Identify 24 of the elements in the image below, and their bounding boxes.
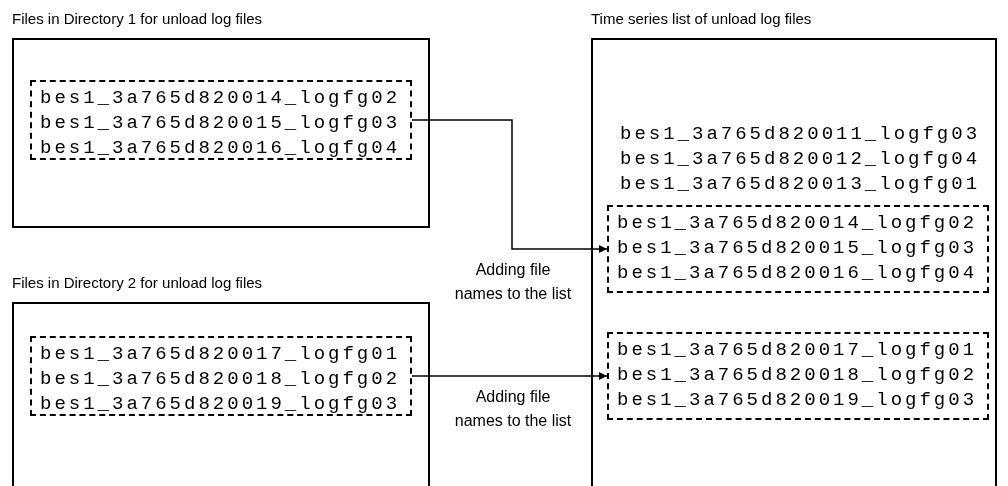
panel-heading: Files in Directory 1 for unload log files bbox=[12, 10, 263, 27]
file-name: bes1_3a765d820017_logfg01 bbox=[40, 342, 401, 367]
file-name: bes1_3a765d820012_logfg04 bbox=[620, 147, 981, 172]
file-name: bes1_3a765d820016_logfg04 bbox=[40, 136, 401, 161]
connector-arrow bbox=[411, 372, 608, 380]
file-name: bes1_3a765d820015_logfg03 bbox=[617, 236, 978, 261]
dashed-group-box bbox=[30, 80, 412, 160]
file-name: bes1_3a765d820017_logfg01 bbox=[617, 338, 978, 363]
file-name: bes1_3a765d820015_logfg03 bbox=[40, 111, 401, 136]
dashed-group-box bbox=[607, 332, 989, 420]
file-name: bes1_3a765d820011_logfg03 bbox=[620, 122, 981, 147]
file-name: bes1_3a765d820018_logfg02 bbox=[617, 363, 978, 388]
file-name: bes1_3a765d820013_logfg01 bbox=[620, 172, 981, 197]
file-name: bes1_3a765d820018_logfg02 bbox=[40, 367, 401, 392]
panel-heading: Time series list of unload log files bbox=[591, 10, 812, 27]
file-name: bes1_3a765d820019_logfg03 bbox=[40, 392, 401, 417]
dashed-group-box bbox=[30, 336, 412, 416]
file-name: bes1_3a765d820014_logfg02 bbox=[40, 86, 401, 111]
file-name: bes1_3a765d820019_logfg03 bbox=[617, 388, 978, 413]
panel-heading: Files in Directory 2 for unload log files bbox=[12, 274, 263, 291]
file-name: bes1_3a765d820014_logfg02 bbox=[617, 211, 978, 236]
file-name: bes1_3a765d820016_logfg04 bbox=[617, 261, 978, 286]
connector-arrow bbox=[411, 119, 608, 253]
dashed-group-box bbox=[607, 205, 989, 293]
